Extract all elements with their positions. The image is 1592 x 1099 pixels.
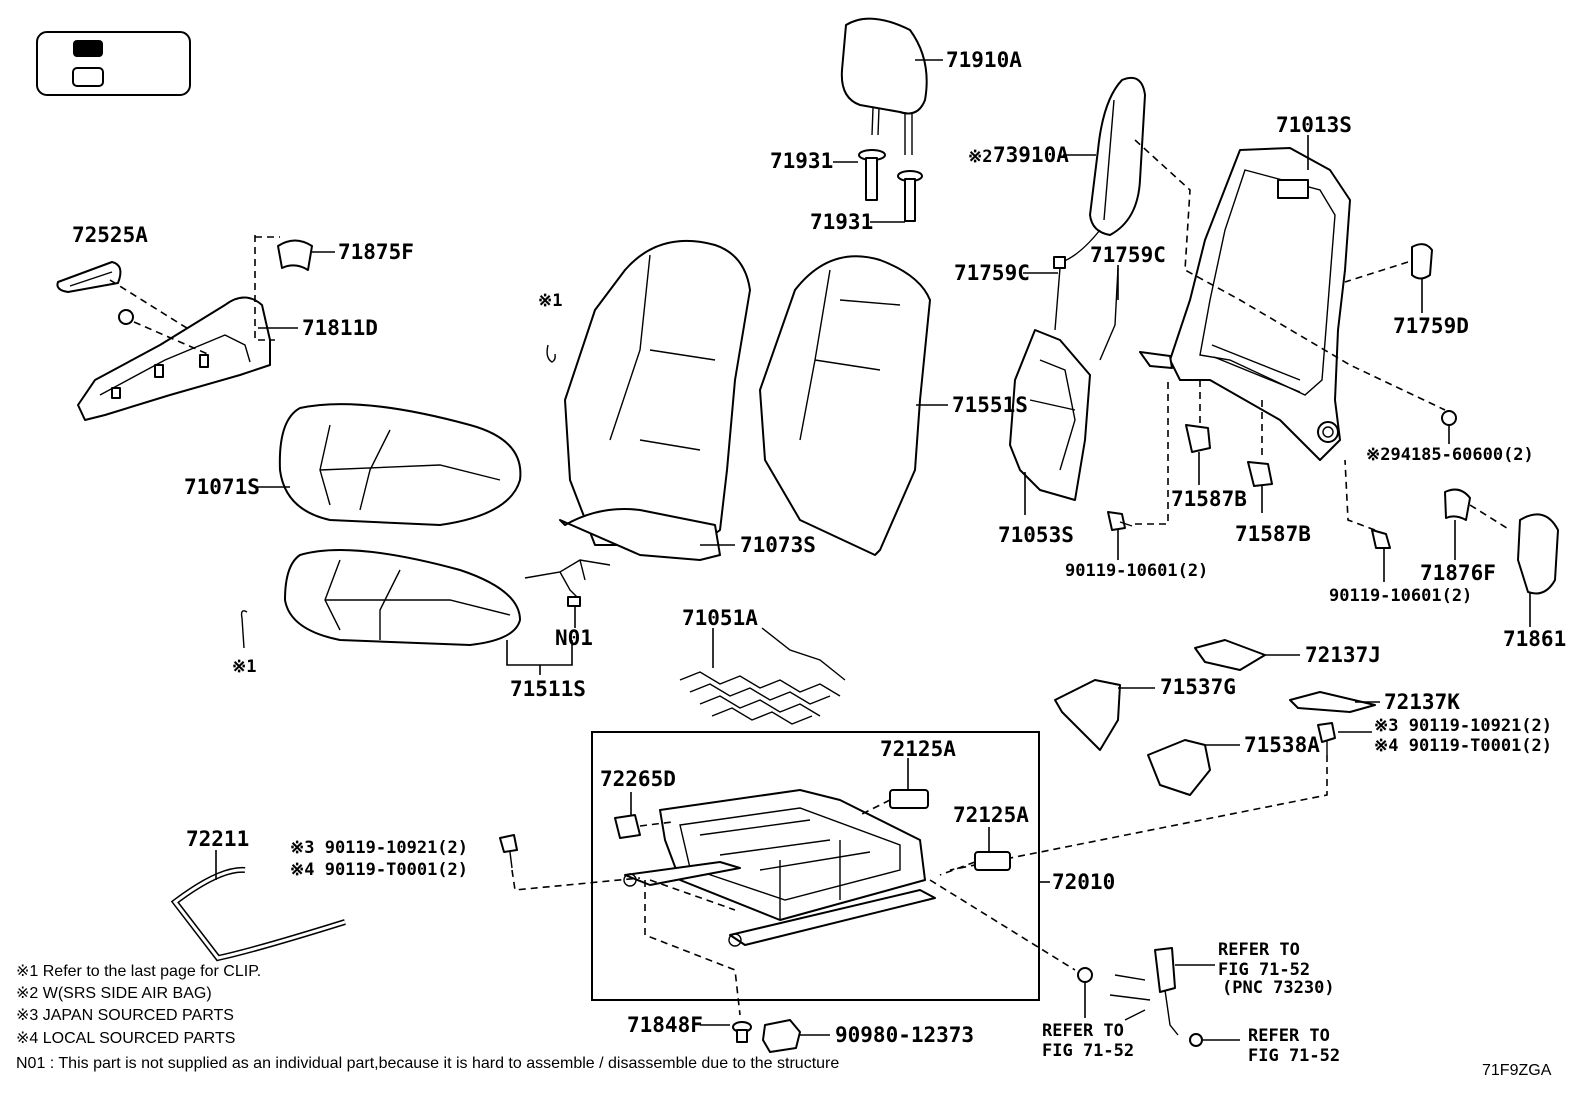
label-71848F[interactable]: 71848F bbox=[627, 1013, 703, 1037]
refer-fig-label[interactable]: FIG 71-52 bbox=[1042, 1041, 1134, 1061]
label-90119-10601[interactable]: 90119-10601(2) bbox=[1065, 561, 1208, 581]
seat-spring-drawing bbox=[679, 627, 846, 725]
label-71931[interactable]: 71931 bbox=[810, 210, 873, 234]
label-72211[interactable]: 72211 bbox=[186, 827, 249, 851]
clip-2-icon bbox=[240, 610, 248, 649]
label-94185-60600[interactable]: ※294185-60600(2) bbox=[1366, 445, 1534, 465]
refer-to-label[interactable]: REFER TO bbox=[1042, 1021, 1124, 1041]
label-90119-10921-front[interactable]: ※3 90119-10921(2) bbox=[290, 838, 468, 858]
bolt-right-drawing bbox=[1371, 529, 1391, 549]
back-panel-drawing bbox=[1009, 267, 1119, 501]
buckle-drawing bbox=[1109, 947, 1179, 1036]
label-72137K[interactable]: 72137K bbox=[1384, 690, 1460, 714]
label-72125A[interactable]: 72125A bbox=[880, 737, 956, 761]
headrest-guide-drawing bbox=[858, 149, 923, 222]
cover-72137J-drawing bbox=[1194, 639, 1266, 671]
seatback-frame-drawing bbox=[1139, 147, 1351, 461]
note-3: ※3 JAPAN SOURCED PARTS bbox=[16, 1007, 234, 1024]
label-mark-2: ※2 bbox=[968, 147, 992, 167]
seatback-pad-drawing bbox=[759, 255, 931, 556]
label-90119-T0001-rear[interactable]: ※4 90119-T0001(2) bbox=[1374, 736, 1552, 756]
clip-1-icon bbox=[546, 344, 556, 363]
label-71071S[interactable]: 71071S bbox=[184, 475, 260, 499]
label-71537G[interactable]: 71537G bbox=[1160, 675, 1236, 699]
clip-mark: ※1 bbox=[232, 657, 256, 677]
lock-knob-drawing bbox=[1411, 243, 1433, 280]
label-71053S[interactable]: 71053S bbox=[998, 523, 1074, 547]
label-71861[interactable]: 71861 bbox=[1503, 627, 1566, 651]
cover-clip-71875F-drawing bbox=[277, 239, 313, 271]
cushion-cover-drawing bbox=[278, 403, 522, 526]
side-cover-drawing bbox=[77, 296, 271, 421]
bolt-left-drawing bbox=[1107, 511, 1133, 531]
figure-code: 71F9ZGA bbox=[1482, 1062, 1552, 1079]
note-n01: N01 : This part is not supplied as an in… bbox=[16, 1055, 839, 1072]
refer-to-label[interactable]: REFER TO bbox=[1248, 1026, 1330, 1046]
cover-71537G-drawing bbox=[1054, 679, 1121, 751]
refer-fig-label[interactable]: FIG 71-52 bbox=[1248, 1046, 1340, 1066]
label-71759C[interactable]: 71759C bbox=[954, 261, 1030, 285]
bolt-front-drawing bbox=[499, 834, 518, 869]
label-N01[interactable]: N01 bbox=[555, 626, 593, 650]
note-1: ※1 Refer to the last page for CLIP. bbox=[16, 963, 261, 980]
label-73910A[interactable]: 73910A bbox=[993, 143, 1069, 167]
cushion-pad-drawing bbox=[284, 549, 521, 646]
label-71876F[interactable]: 71876F bbox=[1420, 561, 1496, 585]
wire-harness-drawing bbox=[524, 559, 611, 607]
label-71051A[interactable]: 71051A bbox=[682, 606, 758, 630]
side-cover-knob-drawing bbox=[56, 261, 122, 293]
headrest-drawing bbox=[840, 17, 928, 155]
seat-track-box bbox=[591, 731, 1040, 1001]
label-71811D[interactable]: 71811D bbox=[302, 316, 378, 340]
label-71931[interactable]: 71931 bbox=[770, 149, 833, 173]
clip-mark: ※1 bbox=[538, 291, 562, 311]
clip-71587B-drawing bbox=[1185, 424, 1273, 487]
screw-71848F-drawing bbox=[732, 1021, 752, 1043]
seat-track-drawing bbox=[623, 789, 936, 947]
label-71013S[interactable]: 71013S bbox=[1276, 113, 1352, 137]
label-71875F[interactable]: 71875F bbox=[338, 240, 414, 264]
bolt-rear-drawing bbox=[1317, 722, 1336, 755]
note-4: ※4 LOCAL SOURCED PARTS bbox=[16, 1030, 235, 1047]
refer-fig-label[interactable]: FIG 71-52 bbox=[1218, 960, 1310, 980]
label-71511S[interactable]: 71511S bbox=[510, 677, 586, 701]
label-90980-12373[interactable]: 90980-12373 bbox=[835, 1023, 974, 1047]
knob-cover-71861-drawing bbox=[1517, 513, 1559, 595]
label-72125A[interactable]: 72125A bbox=[953, 803, 1029, 827]
label-72265D[interactable]: 72265D bbox=[600, 767, 676, 791]
label-72010[interactable]: 72010 bbox=[1052, 870, 1115, 894]
label-71759D[interactable]: 71759D bbox=[1393, 314, 1469, 338]
seatback-cover-drawing bbox=[559, 239, 751, 561]
label-72525A[interactable]: 72525A bbox=[72, 223, 148, 247]
bracket-72265D-drawing bbox=[614, 814, 641, 839]
label-72137J[interactable]: 72137J bbox=[1305, 643, 1381, 667]
label-90119-10921-rear[interactable]: ※3 90119-10921(2) bbox=[1374, 716, 1552, 736]
connector-72125A-drawing bbox=[889, 789, 1011, 871]
cover-72137K-drawing bbox=[1289, 691, 1376, 713]
cover-71538A-drawing bbox=[1147, 739, 1211, 796]
label-71759C[interactable]: 71759C bbox=[1090, 243, 1166, 267]
label-71587B[interactable]: 71587B bbox=[1235, 522, 1311, 546]
label-90119-10601[interactable]: 90119-10601(2) bbox=[1329, 586, 1472, 606]
side-airbag-drawing bbox=[1053, 76, 1146, 269]
note-2: ※2 W(SRS SIDE AIR BAG) bbox=[16, 985, 212, 1002]
label-71587B[interactable]: 71587B bbox=[1171, 487, 1247, 511]
refer-pnc-label: (PNC 73230) bbox=[1222, 978, 1335, 998]
label-71073S[interactable]: 71073S bbox=[740, 533, 816, 557]
label-71538A[interactable]: 71538A bbox=[1244, 733, 1320, 757]
legend-box bbox=[36, 31, 191, 96]
connector-90980-drawing bbox=[762, 1019, 801, 1053]
label-90119-T0001-front[interactable]: ※4 90119-T0001(2) bbox=[290, 860, 468, 880]
label-71551S[interactable]: 71551S bbox=[952, 393, 1028, 417]
clip-71876F-drawing bbox=[1444, 488, 1471, 521]
refer-to-label[interactable]: REFER TO bbox=[1218, 940, 1300, 960]
label-71910A[interactable]: 71910A bbox=[946, 48, 1022, 72]
